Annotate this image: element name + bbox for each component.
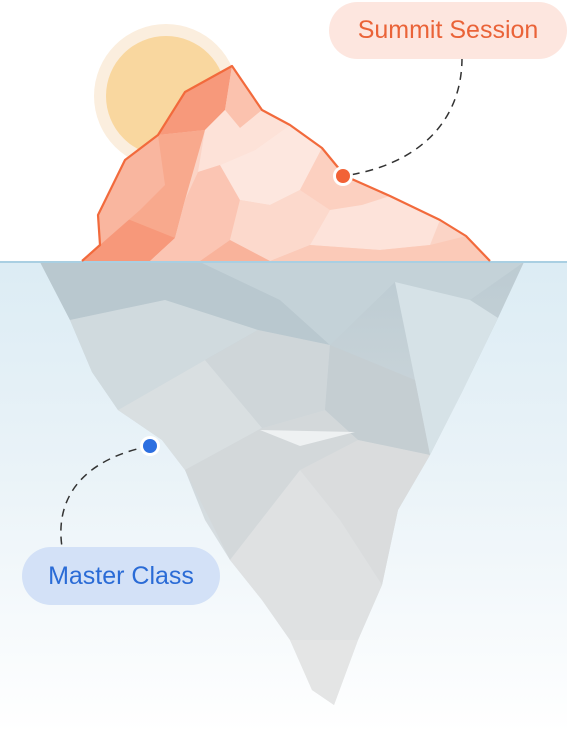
master-class-label[interactable]: Master Class: [22, 547, 220, 605]
summit-session-label[interactable]: Summit Session: [329, 2, 567, 59]
summit-connector-line: [342, 57, 463, 177]
iceberg-underwater: [40, 262, 524, 705]
summit-session-text: Summit Session: [357, 16, 539, 44]
master-class-text: Master Class: [48, 561, 194, 590]
iceberg-tip: [81, 64, 491, 262]
